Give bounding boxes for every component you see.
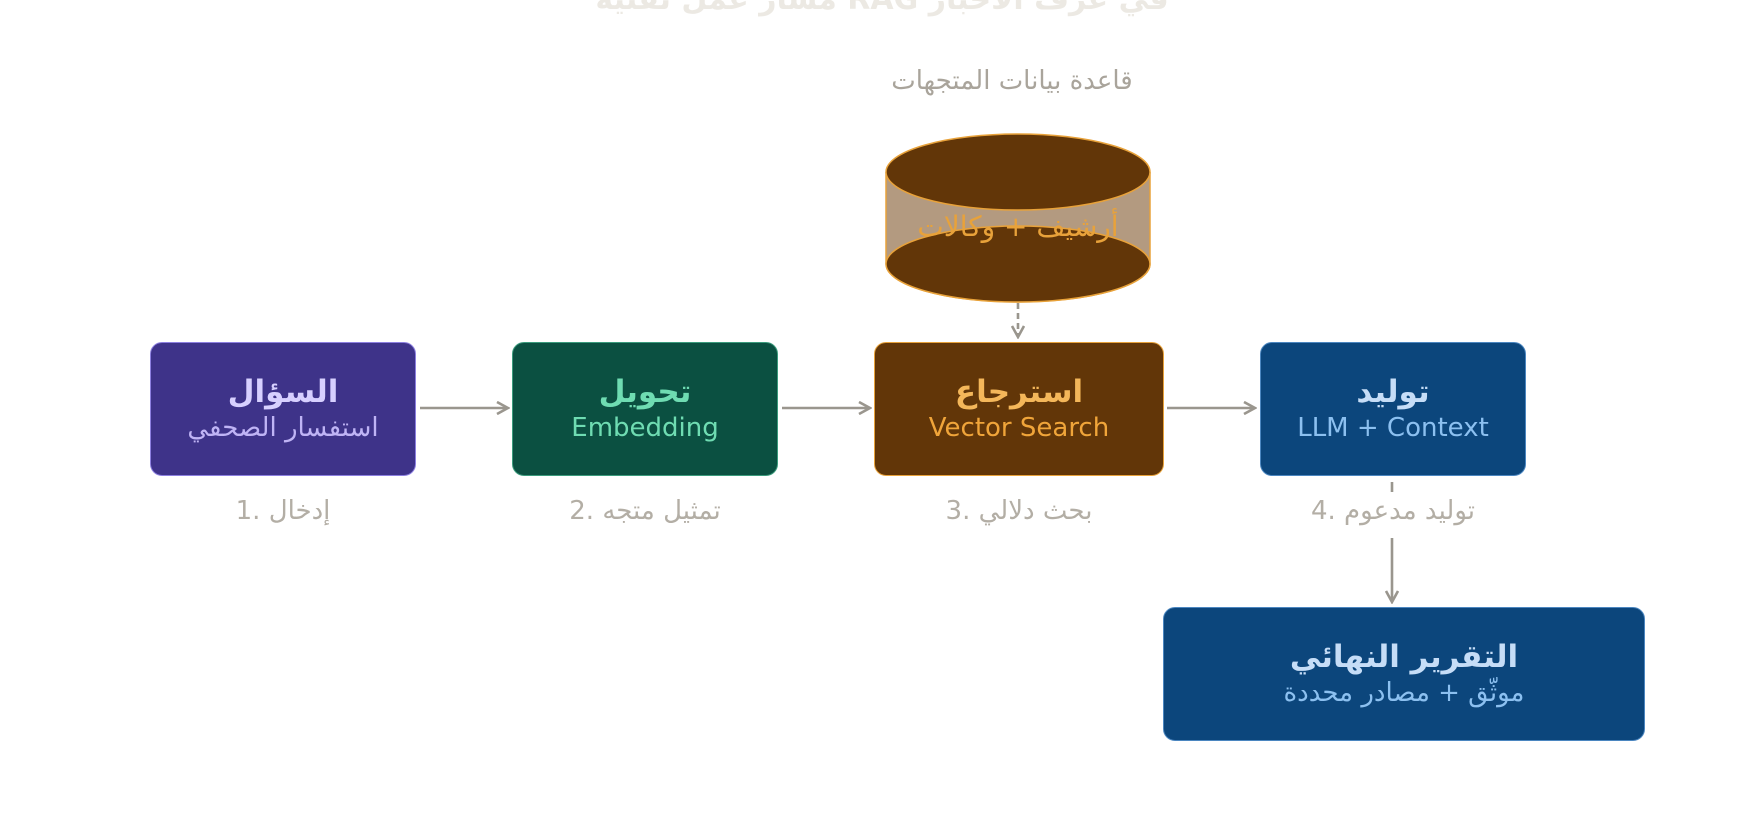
- step-embedding-box: تحويل Embedding: [512, 342, 778, 476]
- final-report-subtitle: موثّق + مصادر محددة: [1283, 678, 1525, 708]
- step-retrieval-box: استرجاع Vector Search: [874, 342, 1164, 476]
- final-report-box: التقرير النهائي موثّق + مصادر محددة: [1163, 607, 1645, 741]
- step-question-box: السؤال استفسار الصحفي: [150, 342, 416, 476]
- step-retrieval-title: استرجاع: [954, 374, 1084, 410]
- step-generation-caption: 4. توليد مدعوم: [1310, 496, 1476, 526]
- step-question-caption: 1. إدخال: [235, 496, 331, 526]
- step-generation-title: توليد: [1356, 374, 1430, 410]
- step-retrieval-subtitle: Vector Search: [928, 413, 1110, 443]
- step-generation-subtitle: LLM + Context: [1297, 413, 1489, 443]
- vector-db-label: قاعدة بيانات المتجهات: [891, 66, 1133, 96]
- step-question-title: السؤال: [227, 374, 339, 410]
- step-retrieval-caption: 3. بحث دلالي: [945, 496, 1093, 526]
- step-question-subtitle: استفسار الصحفي: [187, 413, 379, 443]
- step-generation-box: توليد LLM + Context: [1260, 342, 1526, 476]
- database-cylinder: [885, 133, 1151, 303]
- step-embedding-caption: 2. تمثيل متجه: [569, 496, 721, 526]
- step-embedding-subtitle: Embedding: [571, 413, 719, 443]
- database-contents: أرشيف + وكالات: [917, 210, 1119, 243]
- step-embedding-title: تحويل: [598, 374, 692, 410]
- diagram-title: مسار عمل تقنية RAG في غرف الأخبار: [0, 0, 1764, 17]
- final-report-title: التقرير النهائي: [1289, 639, 1519, 675]
